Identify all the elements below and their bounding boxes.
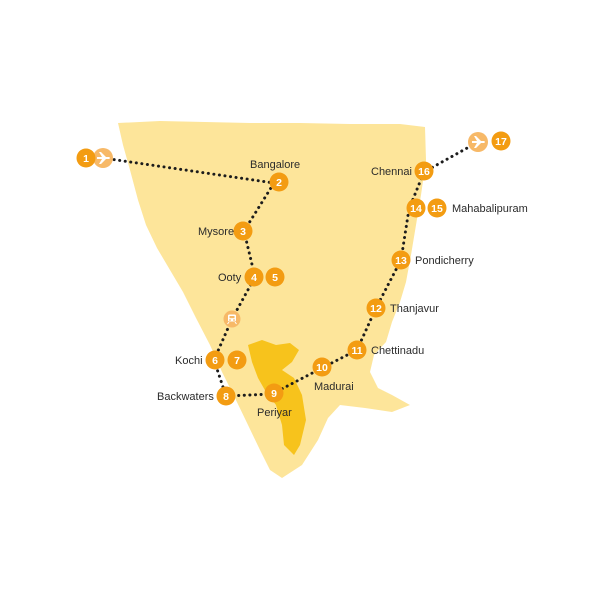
stop-badge: 3 bbox=[233, 221, 253, 241]
stop-badge: 6 bbox=[205, 350, 225, 370]
stop-badge: 5 bbox=[265, 267, 285, 287]
stop-badge: 10 bbox=[312, 357, 332, 377]
stop-number: 13 bbox=[395, 255, 407, 267]
stop-number: 15 bbox=[431, 203, 443, 215]
stop-number: 2 bbox=[276, 177, 282, 189]
stop-number: 5 bbox=[272, 272, 278, 284]
stop-number: 4 bbox=[251, 272, 257, 284]
stop-number: 17 bbox=[495, 136, 507, 148]
place-label-mahabalipuram: Mahabalipuram bbox=[452, 203, 528, 215]
stop-badge: 7 bbox=[227, 350, 247, 370]
stop-badge: 12 bbox=[366, 298, 386, 318]
stop-number: 7 bbox=[234, 355, 240, 367]
place-label-kochi: Kochi bbox=[175, 355, 203, 367]
place-label-periyar: Periyar bbox=[257, 407, 292, 419]
stop-badge: 11 bbox=[347, 340, 367, 360]
stop-number: 11 bbox=[351, 345, 362, 357]
place-label-thanjavur: Thanjavur bbox=[390, 303, 439, 315]
stop-number: 9 bbox=[271, 388, 277, 400]
stop-badge: 4 bbox=[244, 267, 264, 287]
stop-number: 6 bbox=[212, 355, 218, 367]
place-label-madurai: Madurai bbox=[314, 381, 354, 393]
land-mass bbox=[118, 121, 426, 478]
airplane-icon bbox=[93, 148, 113, 168]
place-label-ooty: Ooty bbox=[218, 272, 242, 284]
stop-badge: 1 bbox=[76, 148, 96, 168]
stop-number: 3 bbox=[240, 226, 246, 238]
stop-number: 12 bbox=[370, 303, 382, 315]
stop-number: 8 bbox=[223, 391, 229, 403]
stop-badge: 2 bbox=[269, 172, 289, 192]
stop-number: 14 bbox=[410, 203, 422, 215]
stop-badge: 15 bbox=[427, 198, 447, 218]
place-label-mysore: Mysore bbox=[198, 226, 234, 238]
airplane-icon bbox=[468, 132, 488, 152]
place-label-chennai: Chennai bbox=[371, 166, 412, 178]
stop-number: 10 bbox=[316, 362, 328, 374]
stop-badge: 8 bbox=[216, 386, 236, 406]
place-label-bangalore: Bangalore bbox=[250, 159, 300, 171]
stop-badge: 13 bbox=[391, 250, 411, 270]
stop-number: 1 bbox=[83, 153, 89, 165]
stop-number: 16 bbox=[418, 166, 430, 178]
stop-badge: 9 bbox=[264, 383, 284, 403]
place-label-chettinadu: Chettinadu bbox=[371, 345, 424, 357]
stop-badge: 14 bbox=[406, 198, 426, 218]
place-label-backwaters: Backwaters bbox=[157, 391, 214, 403]
stop-badge: 17 bbox=[491, 131, 511, 151]
place-label-pondicherry: Pondicherry bbox=[415, 255, 474, 267]
train-icon bbox=[223, 310, 241, 328]
stop-badge: 16 bbox=[414, 161, 434, 181]
